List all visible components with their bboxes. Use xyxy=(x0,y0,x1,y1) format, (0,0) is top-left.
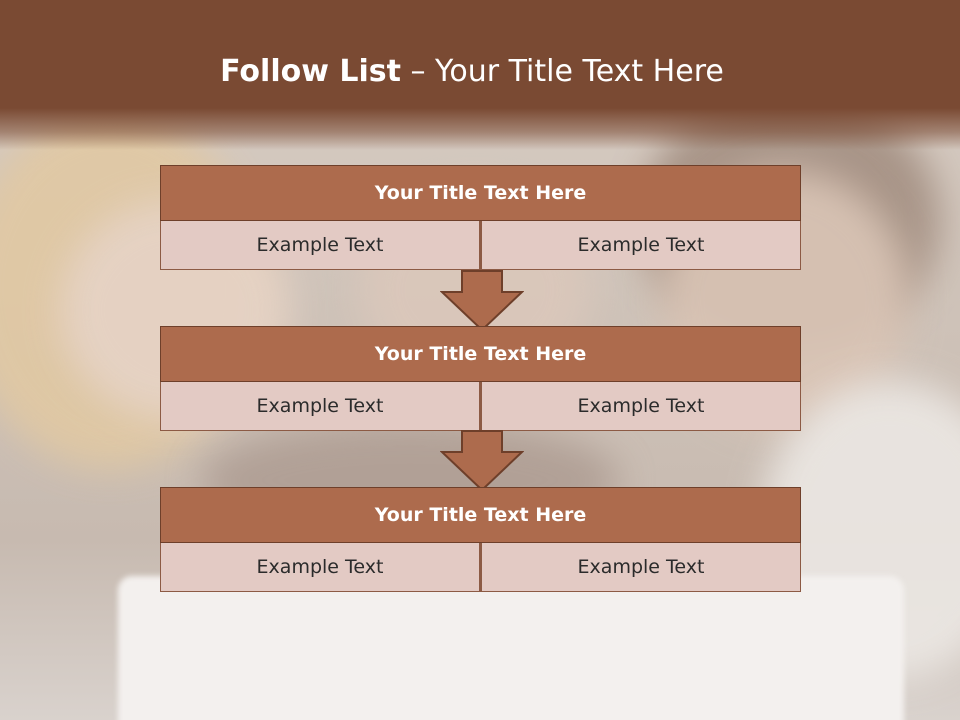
list-block-1: Your Title Text Here Example Text Exampl… xyxy=(160,165,801,270)
block-row: Example Text Example Text xyxy=(160,382,801,431)
list-block-2: Your Title Text Here Example Text Exampl… xyxy=(160,326,801,431)
block-row: Example Text Example Text xyxy=(160,543,801,592)
block-cell-left: Example Text xyxy=(160,543,480,592)
block-title: Your Title Text Here xyxy=(160,326,801,382)
block-cell-right: Example Text xyxy=(480,543,801,592)
block-cell-right: Example Text xyxy=(480,382,801,431)
block-title: Your Title Text Here xyxy=(160,487,801,543)
header-bar xyxy=(0,0,960,150)
block-row: Example Text Example Text xyxy=(160,221,801,270)
slide-title-bold: Follow List xyxy=(220,54,401,89)
block-cell-left: Example Text xyxy=(160,221,480,270)
down-arrow-icon xyxy=(440,430,524,492)
list-block-3: Your Title Text Here Example Text Exampl… xyxy=(160,487,801,592)
down-arrow-icon xyxy=(440,270,524,332)
block-cell-left: Example Text xyxy=(160,382,480,431)
block-cell-right: Example Text xyxy=(480,221,801,270)
block-title: Your Title Text Here xyxy=(160,165,801,221)
slide-title: Follow List – Your Title Text Here xyxy=(0,54,944,89)
laptop-shape xyxy=(118,576,904,720)
slide-title-rest: – Your Title Text Here xyxy=(400,54,724,89)
